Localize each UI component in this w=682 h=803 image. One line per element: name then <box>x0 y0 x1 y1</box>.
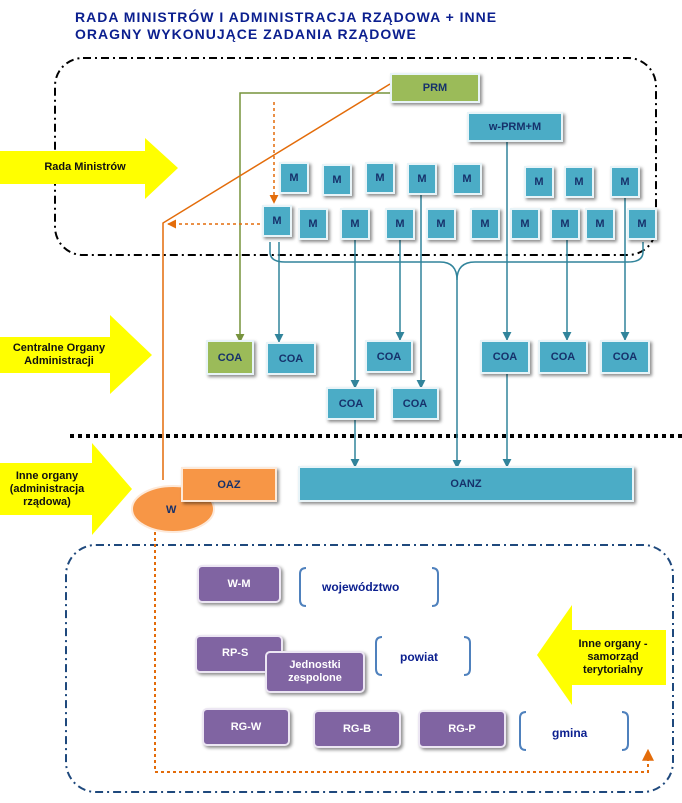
coa-label: Centralne Organy Administracji <box>4 342 114 368</box>
samorzad-label: Inne organy - samorząd terytorialny <box>558 638 668 677</box>
orange-lines <box>154 83 654 773</box>
jednostki-line-2: zespolone <box>288 672 342 684</box>
page-title: RADA MINISTRÓW I ADMINISTRACJA RZĄDOWA +… <box>75 9 595 43</box>
minister-box: M <box>322 164 352 196</box>
minister-box: M <box>470 208 500 240</box>
jednostki-box: Jednostki zespolone <box>265 651 365 693</box>
minister-box: M <box>365 162 395 194</box>
rgw-box: RG-W <box>202 708 290 746</box>
minister-box: M <box>550 208 580 240</box>
rada-arrow <box>0 138 178 199</box>
level-brackets <box>299 567 629 751</box>
coa-box: COA <box>206 340 254 375</box>
inne-label-line-3: rządowa) <box>23 496 71 508</box>
minister-box: M <box>627 208 657 240</box>
level-gmina: gmina <box>552 726 588 740</box>
prm-coa-line <box>235 92 392 343</box>
samorzad-label-line-3: terytorialny <box>583 664 643 676</box>
prm-box: PRM <box>390 73 480 103</box>
minister-box: M <box>340 208 370 240</box>
minister-box: M <box>298 208 328 240</box>
level-wojewodztwo: województwo <box>322 580 400 594</box>
minister-box: M <box>610 166 640 198</box>
samorzad-arrow <box>537 605 666 705</box>
rgb-box: RG-B <box>313 710 401 748</box>
jednostki-line-1: Jednostki <box>289 659 341 671</box>
minister-box: M <box>407 163 437 195</box>
coa-box: COA <box>538 340 588 374</box>
minister-box: M <box>426 208 456 240</box>
samorzad-label-line-2: samorząd <box>587 651 639 663</box>
coa-box: COA <box>600 340 650 374</box>
wprm-box: w-PRM+M <box>467 112 563 142</box>
level-powiat: powiat <box>400 650 438 664</box>
minister-box: M <box>564 166 594 198</box>
minister-box: M <box>262 205 292 237</box>
oanz-box: OANZ <box>298 466 634 502</box>
samorzad-label-line-1: Inne organy - <box>578 638 648 650</box>
inne-label: Inne organy (administracja rządowa) <box>6 470 88 509</box>
minister-box: M <box>385 208 415 240</box>
minister-box: M <box>585 208 615 240</box>
inne-label-line-1: Inne organy <box>15 470 79 482</box>
coa-box: COA <box>391 387 439 420</box>
coa-box: COA <box>365 340 413 373</box>
title-line-2: ORAGNY WYKONUJĄCE ZADANIA RZĄDOWE <box>75 26 417 42</box>
rgp-box: RG-P <box>418 710 506 748</box>
inne-label-line-2: (administracja <box>9 483 85 495</box>
coa-box: COA <box>480 340 530 374</box>
w-label: W <box>166 504 177 516</box>
minister-box: M <box>524 166 554 198</box>
oaz-box: OAZ <box>181 467 277 502</box>
minister-box: M <box>279 162 309 194</box>
coa-label-line-1: Centralne Organy <box>12 342 106 354</box>
coa-label-line-2: Administracji <box>24 355 94 367</box>
rada-label: Rada Ministrów <box>44 161 126 173</box>
minister-box: M <box>510 208 540 240</box>
wm-box: W-M <box>197 565 281 603</box>
coa-box: COA <box>266 342 316 375</box>
inne-arrow <box>0 443 132 535</box>
minister-box: M <box>452 163 482 195</box>
samorzad-region <box>65 544 674 793</box>
coa-box: COA <box>326 387 376 420</box>
title-line-1: RADA MINISTRÓW I ADMINISTRACJA RZĄDOWA +… <box>75 9 498 25</box>
coa-arrow <box>0 315 152 394</box>
